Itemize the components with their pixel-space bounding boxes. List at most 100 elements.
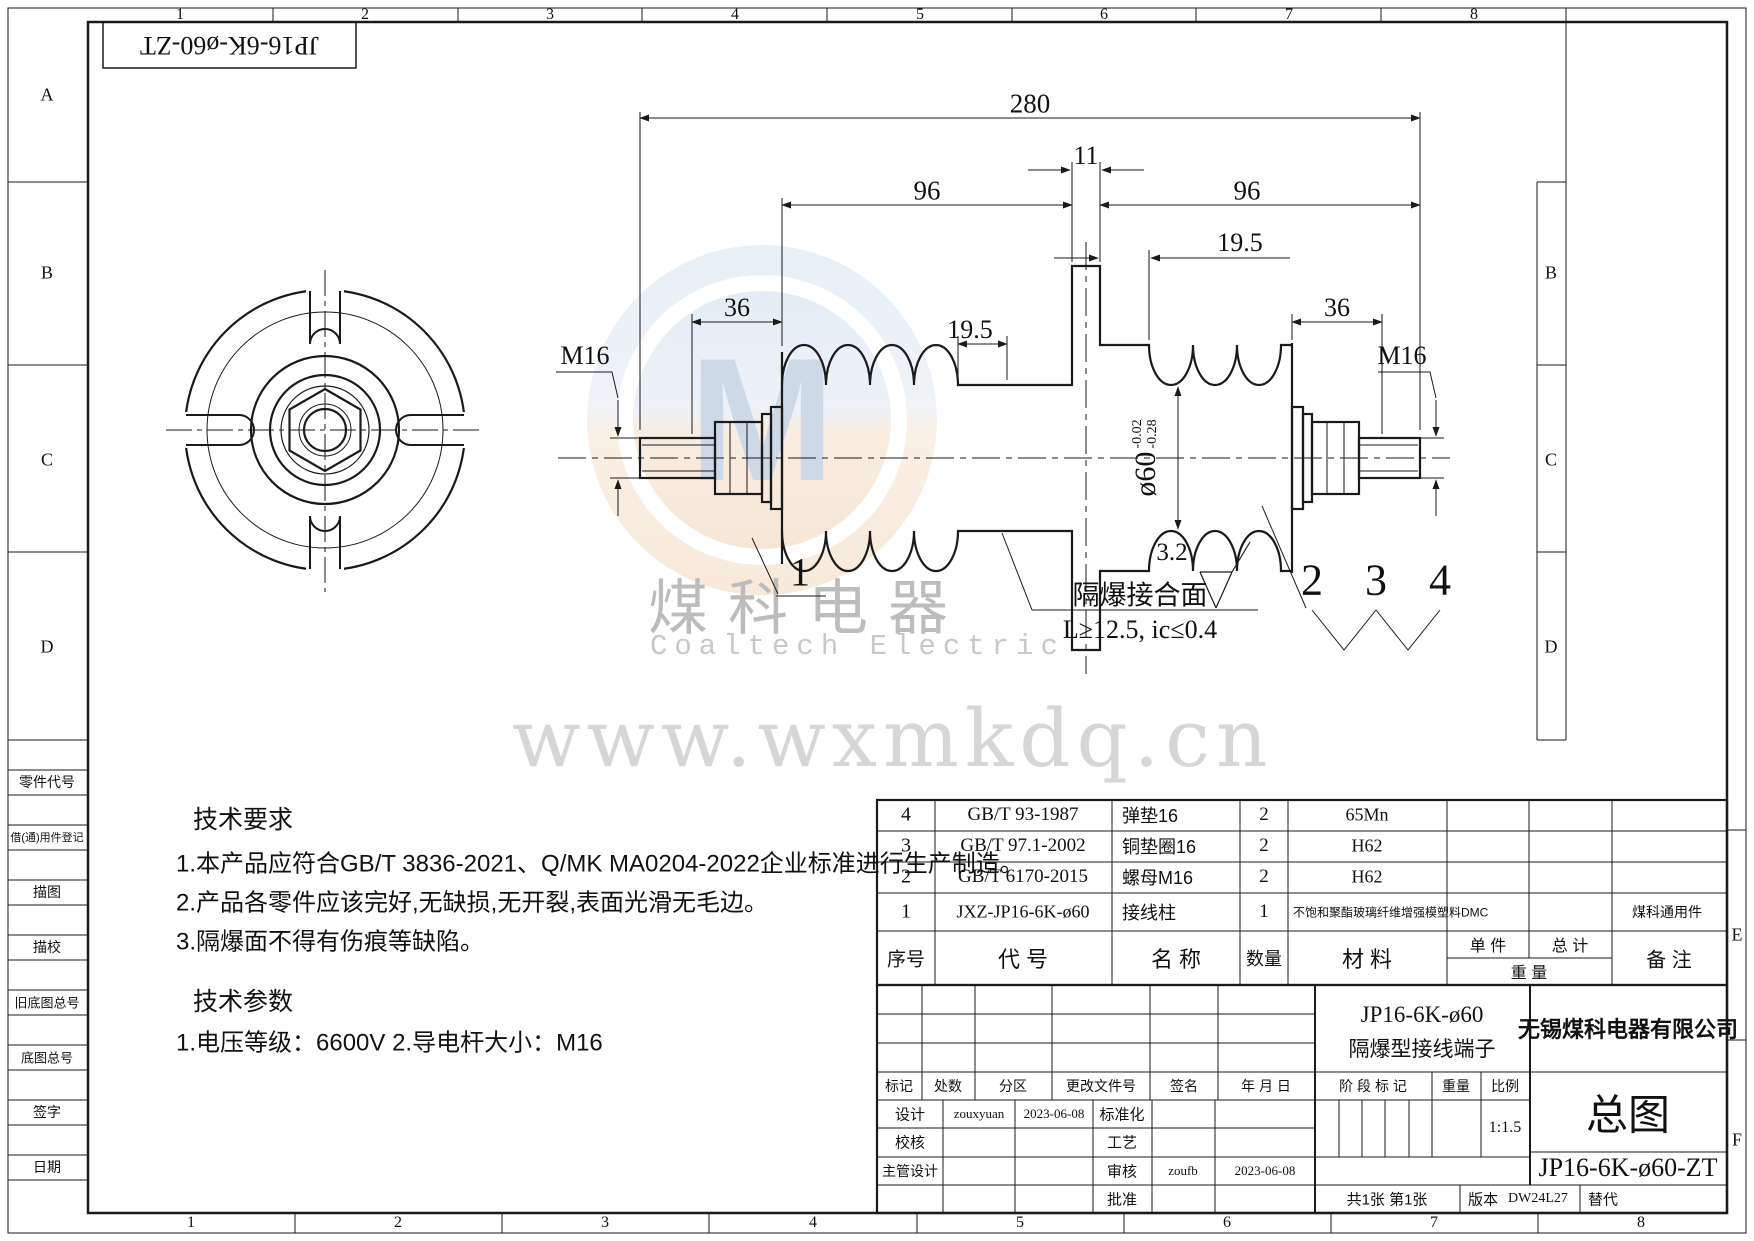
- bom-row-seq: 4: [901, 803, 911, 826]
- tech-req-item-2: 2.产品各零件应该完好,无缺损,无开裂,表面光滑无毛边。: [176, 889, 769, 917]
- zone-right-d: D: [1544, 636, 1558, 657]
- zone-right-e: E: [1731, 924, 1743, 945]
- tech-param-line: 1.电压等级：6600V 2.导电杆大小：M16: [176, 1029, 603, 1057]
- bom-row-name: 接线柱: [1122, 903, 1176, 923]
- bom-row-name: 铜垫圈16: [1122, 837, 1197, 857]
- bom-header-total: 总 计: [1551, 938, 1589, 955]
- side-centerlines: [558, 242, 1450, 674]
- bom-header-qty: 数量: [1246, 949, 1282, 969]
- tb-design-name: zouxyuan: [953, 1106, 1005, 1121]
- dia-tol-upper: -0.02: [1130, 419, 1146, 449]
- zone-top-7: 7: [1285, 6, 1293, 23]
- tb-audit: 审核: [1106, 1163, 1138, 1181]
- margin-label-date: 日期: [33, 1159, 61, 1175]
- tb-audit-date: 2023-06-08: [1234, 1163, 1296, 1178]
- tb-sheet-count: 共1张 第1张: [1346, 1191, 1428, 1209]
- bom-row-code: GB/T 93-1987: [967, 804, 1079, 825]
- zone-top-4: 4: [731, 6, 739, 23]
- margin-label-borrowed: 借(通)用件登记: [10, 832, 84, 844]
- thread-and-nut-lines: [642, 422, 1418, 494]
- watermark-company-en: Coaltech Electric: [650, 630, 1065, 663]
- zone-left-b: B: [40, 262, 54, 283]
- zone-right-b: B: [1544, 262, 1558, 283]
- zone-top-3: 3: [546, 6, 554, 23]
- tb-stage-mark: 阶 段 标 记: [1339, 1078, 1407, 1094]
- tb-doc-no: 更改文件号: [1066, 1078, 1136, 1094]
- zone-top-1: 1: [176, 6, 184, 23]
- dim-right-96: 96: [1233, 175, 1261, 206]
- zone-bottom-1: 1: [187, 1214, 195, 1231]
- zone-bottom-2: 2: [394, 1214, 402, 1231]
- watermark-company-cn: 煤科电器: [648, 575, 968, 642]
- bom-row-code: JXZ-JP16-6K-ø60: [956, 901, 1090, 922]
- margin-label-base-no: 底图总号: [20, 1050, 74, 1066]
- bom-header-weight: 重 量: [1510, 965, 1548, 982]
- tb-sign: 签名: [1170, 1078, 1198, 1094]
- margin-label-signature: 签字: [33, 1104, 61, 1120]
- dim-right-36: 36: [1324, 293, 1350, 322]
- title-block-grid: [875, 983, 1729, 1215]
- bom-row-code: GB/T 97.1-2002: [960, 835, 1086, 856]
- balloon-3: 3: [1365, 555, 1387, 605]
- logo-core: M: [633, 291, 891, 549]
- tb-audit-name: zoufb: [1168, 1163, 1198, 1178]
- bom-row-material: 不饱和聚酯玻璃纤维增强模塑料DMC: [1293, 905, 1489, 920]
- corner-stamp-text: JP16-6K-ø60-ZT: [139, 31, 320, 60]
- balloon-1: 1: [790, 549, 810, 595]
- zone-bottom-4: 4: [809, 1214, 817, 1231]
- hex-nut-front: [288, 387, 362, 473]
- tb-standardize: 标准化: [1099, 1106, 1145, 1124]
- bom-row-qty: 1: [1259, 901, 1269, 922]
- margin-label-trace-check: 描校: [33, 939, 61, 955]
- bom-row-seq: 1: [901, 900, 911, 923]
- zone-right-f: F: [1731, 1129, 1743, 1150]
- margin-label-old-base-no: 旧底图总号: [14, 995, 80, 1011]
- tech-param-title: 技术参数: [193, 988, 294, 1016]
- zone-top-8: 8: [1470, 6, 1478, 23]
- tb-mark: 标记: [885, 1078, 913, 1094]
- tech-req-title: 技术要求: [193, 806, 294, 834]
- tb-date: 年 月 日: [1241, 1078, 1291, 1094]
- front-view: [166, 270, 484, 592]
- tech-req-item-3: 3.隔爆面不得有伤痕等缺陷。: [176, 928, 485, 956]
- margin-label-part-code: 零件代号: [19, 774, 75, 790]
- tb-version-label: 版本: [1468, 1191, 1499, 1209]
- bom-row-qty: 2: [1259, 804, 1269, 825]
- bom-header-seq: 序号: [886, 949, 926, 971]
- tb-craft: 工艺: [1106, 1134, 1138, 1152]
- tb-company: 无锡煤科电器有限公司: [1517, 1017, 1739, 1042]
- zone-bottom-8: 8: [1637, 1214, 1645, 1231]
- bom-row-code: GB/T 6170-2015: [957, 866, 1089, 887]
- tb-drawing-number: JP16-6K-ø60-ZT: [1538, 1153, 1718, 1182]
- watermark-url: www.wxmkdq.cn: [512, 692, 1274, 785]
- dim-m16-right: M16: [1377, 341, 1427, 370]
- dim-right-19-5: 19.5: [1217, 228, 1263, 257]
- zone-bottom-3: 3: [601, 1214, 609, 1231]
- margin-label-grid: [8, 769, 88, 1181]
- tb-design: 设计: [894, 1106, 926, 1124]
- roughness-value: 3.2: [1156, 539, 1188, 566]
- dim-left-19-5: 19.5: [947, 315, 993, 344]
- zone-left-c: C: [40, 449, 54, 470]
- dim-dia-60-tolerance: ø60 -0.02 -0.28: [1118, 378, 1174, 538]
- bom-header-remark: 备 注: [1646, 949, 1692, 972]
- bom-row-seq: 2: [901, 865, 911, 888]
- bom-header-material: 材 料: [1341, 947, 1393, 972]
- tb-chief-design: 主管设计: [882, 1163, 938, 1179]
- tb-product-name: 隔爆型接线端子: [1348, 1038, 1496, 1061]
- zone-top-2: 2: [361, 6, 369, 23]
- joint-surface-spec: L≥12.5, ic≤0.4: [1062, 615, 1218, 644]
- zone-top-5: 5: [916, 6, 924, 23]
- dim-overall-280: 280: [1009, 88, 1051, 119]
- bom-header-unit: 单 件: [1469, 938, 1507, 955]
- tb-approve: 批准: [1106, 1191, 1138, 1209]
- dim-m16-left: M16: [560, 341, 610, 370]
- dim-left-36: 36: [724, 293, 750, 322]
- tb-version-value: DW24L27: [1508, 1191, 1568, 1206]
- front-centerlines: [166, 270, 484, 592]
- bom-header-name: 名 称: [1150, 947, 1202, 972]
- dimensions: [556, 112, 1444, 651]
- zone-bottom-5: 5: [1016, 1214, 1024, 1231]
